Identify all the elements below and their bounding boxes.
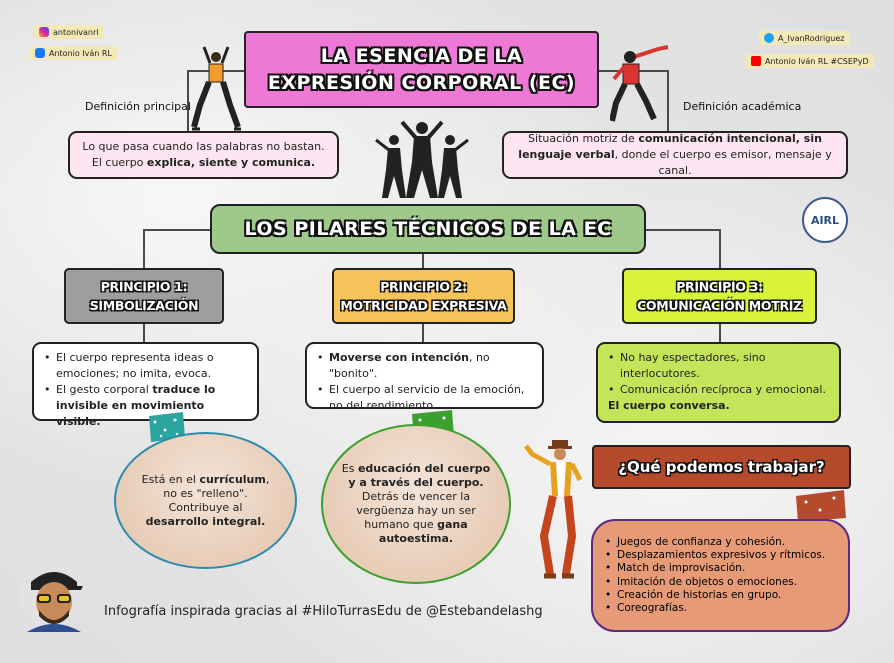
connector-line xyxy=(719,229,721,269)
principle-2-list: Moverse con intención, no "bonito". El c… xyxy=(305,342,544,412)
list-item: Moverse con intención, no "bonito". xyxy=(317,350,532,382)
definition-principal-box: Lo que pasa cuando las palabras no basta… xyxy=(68,131,339,179)
principle-3-closing: El cuerpo conversa. xyxy=(608,399,730,412)
connector-line xyxy=(187,70,189,132)
airl-logo: AIRL xyxy=(802,197,848,243)
work-item: Desplazamientos expresivos y rítmicos. xyxy=(605,549,825,563)
definition-principal-text: Lo que pasa cuando las palabras no basta… xyxy=(82,140,325,169)
principle-2-title-line2: MOTRICIDAD EXPRESIVA xyxy=(340,298,507,313)
author-avatar xyxy=(20,562,88,632)
pillars-title-box: LOS PILARES TÉCNICOS DE LA EC xyxy=(210,204,646,254)
connector-line xyxy=(667,70,669,132)
question-box: ¿Qué podemos trabajar? xyxy=(592,445,851,489)
title-line-1: LA ESENCIA DE LA xyxy=(320,44,523,67)
twitter-label: A_IvanRodriguez xyxy=(778,33,845,43)
instagram-handle[interactable]: antonivanrl xyxy=(34,25,104,39)
work-list: Juegos de confianza y cohesión.Desplazam… xyxy=(605,536,825,616)
work-item: Match de improvisación. xyxy=(605,562,825,576)
connector-line xyxy=(422,323,424,343)
logo-text: AIRL xyxy=(810,213,840,227)
definition-academica-box: Situación motriz de comunicación intenci… xyxy=(502,131,848,179)
title-line-2: EXPRESIÓN CORPORAL (EC) xyxy=(267,71,576,94)
youtube-label: Antonio Iván RL #CSEPyD xyxy=(765,56,869,66)
work-item: Creación de historias en grupo. xyxy=(605,589,825,603)
principle-3-header: PRINCIPIO 3: COMUNICACIÓN MOTRIZ xyxy=(622,268,817,324)
facebook-icon xyxy=(35,48,45,58)
list-item: El cuerpo representa ideas o emociones; … xyxy=(44,350,247,382)
connector-line xyxy=(422,254,424,268)
work-item: Juegos de confianza y cohesión. xyxy=(605,536,825,550)
question-text: ¿Qué podemos trabajar? xyxy=(618,458,825,476)
twitter-icon xyxy=(764,33,774,43)
list-item: No hay espectadores, sino interlocutores… xyxy=(608,350,829,382)
connector-line xyxy=(143,229,145,269)
principle-3-title-line2: COMUNICACIÓN MOTRIZ xyxy=(637,298,802,313)
dancer-left-illustration xyxy=(191,46,241,131)
youtube-icon xyxy=(751,56,761,66)
work-list-box: Juegos de confianza y cohesión.Desplazam… xyxy=(591,519,850,632)
main-title: LA ESENCIA DE LA EXPRESIÓN CORPORAL (EC) xyxy=(244,31,599,108)
group-dancers-illustration xyxy=(375,120,469,198)
principle-3-list: No hay espectadores, sino interlocutores… xyxy=(596,342,841,423)
principle-1-header: PRINCIPIO 1: SIMBOLIZACIÓN xyxy=(64,268,224,324)
connector-line xyxy=(143,323,145,343)
principle-1-title-line1: PRINCIPIO 1: xyxy=(100,279,188,294)
facebook-label: Antonio Iván RL xyxy=(49,48,112,58)
definition-academica-label: Definición académica xyxy=(683,100,802,113)
connector-line xyxy=(645,229,721,231)
definition-academica-text: Situación motriz de xyxy=(528,132,639,145)
principle-1-oval: Está en el currículum, no es "relleno". … xyxy=(114,432,297,569)
principle-2-title-line1: PRINCIPIO 2: xyxy=(380,279,467,294)
instagram-icon xyxy=(39,27,49,37)
twitter-handle[interactable]: A_IvanRodriguez xyxy=(759,31,850,45)
definition-principal-bold: explica, siente y comunica. xyxy=(146,156,316,169)
facebook-handle[interactable]: Antonio Iván RL xyxy=(30,46,117,60)
footer-credit: Infografía inspirada gracias al #HiloTur… xyxy=(104,604,543,619)
definition-principal-label: Definición principal xyxy=(85,100,191,113)
red-paint-splash xyxy=(796,490,846,522)
instagram-label: antonivanrl xyxy=(53,27,99,37)
connector-line xyxy=(719,323,721,343)
connector-line xyxy=(143,229,211,231)
definition-academica-tail: , donde el cuerpo es emisor, mensaje y c… xyxy=(614,148,832,177)
principle-3-title-line1: PRINCIPIO 3: xyxy=(676,279,763,294)
definition-academica-bold: comunicación intencional, sin lenguaje v… xyxy=(518,132,822,161)
principle-2-header: PRINCIPIO 2: MOTRICIDAD EXPRESIVA xyxy=(332,268,515,324)
pillars-title: LOS PILARES TÉCNICOS DE LA EC xyxy=(244,218,612,240)
dancing-man-illustration xyxy=(524,440,583,579)
work-item: Coreografías. xyxy=(605,602,825,616)
dancer-right-illustration xyxy=(610,45,669,122)
work-item: Imitación de objetos o emociones. xyxy=(605,576,825,590)
list-item: El cuerpo al servicio de la emoción, no … xyxy=(317,382,532,414)
principle-2-oval: Es educación del cuerpo y a través del c… xyxy=(321,424,511,584)
list-item: Comunicación recíproca y emocional. xyxy=(608,382,829,398)
youtube-handle[interactable]: Antonio Iván RL #CSEPyD xyxy=(746,54,874,68)
principle-1-title-line2: SIMBOLIZACIÓN xyxy=(89,298,199,313)
list-item: El gesto corporal traduce lo invisible e… xyxy=(44,382,247,430)
principle-1-list: El cuerpo representa ideas o emociones; … xyxy=(32,342,259,428)
